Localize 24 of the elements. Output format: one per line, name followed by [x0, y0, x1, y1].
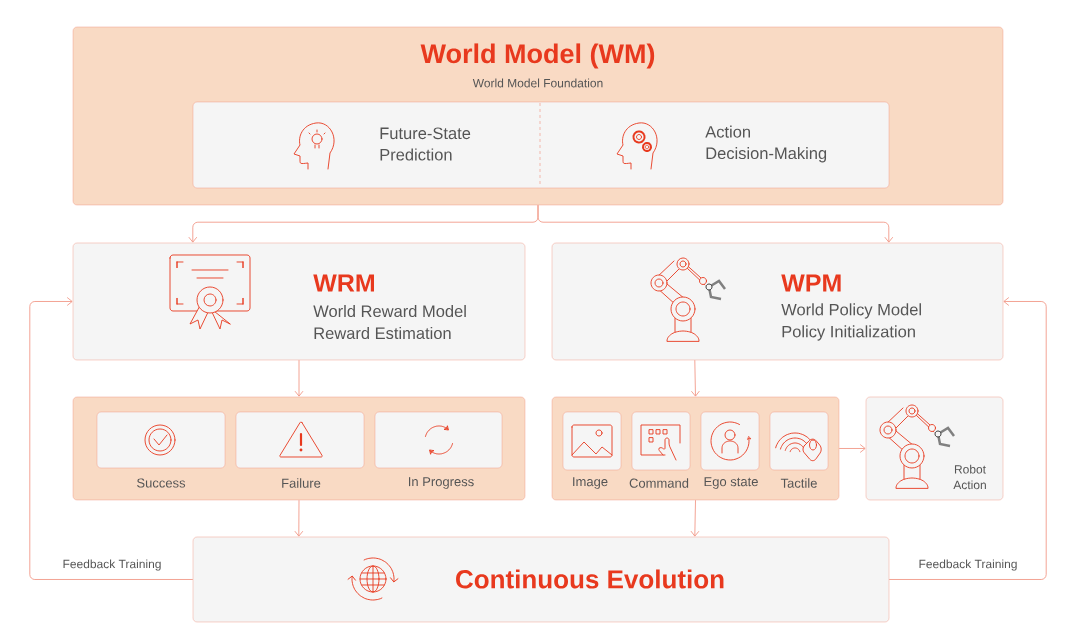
capability-item: Action Decision-Making — [705, 125, 827, 163]
arrow — [888, 297, 1047, 580]
arrow — [294, 359, 304, 397]
evolution-box: Continuous Evolution — [192, 536, 890, 623]
status-card: Success — [96, 411, 226, 488]
input-card: Ego state — [700, 411, 760, 489]
arrow — [29, 297, 194, 580]
model-box: WPM World Policy Model Policy Initialization — [551, 242, 1004, 361]
capability-item: Future-State Prediction — [380, 127, 471, 161]
edge-label: Feedback Training — [61, 558, 163, 572]
model-box: WRM World Reward Model Reward Estimation — [72, 242, 526, 361]
arrow — [838, 444, 866, 453]
arrow — [537, 204, 894, 243]
input-card: Command — [629, 411, 691, 488]
arrow — [691, 359, 700, 397]
input-card: Image — [562, 411, 622, 489]
arrow — [294, 499, 304, 537]
edge-label: Feedback Training — [917, 558, 1019, 572]
action-box: Robot Action — [865, 396, 1004, 501]
input-card: Tactile — [769, 411, 829, 488]
status-card: In Progress — [374, 411, 503, 489]
arrow — [690, 499, 700, 537]
status-card: Failure — [235, 411, 365, 488]
capability-panel — [192, 101, 890, 189]
